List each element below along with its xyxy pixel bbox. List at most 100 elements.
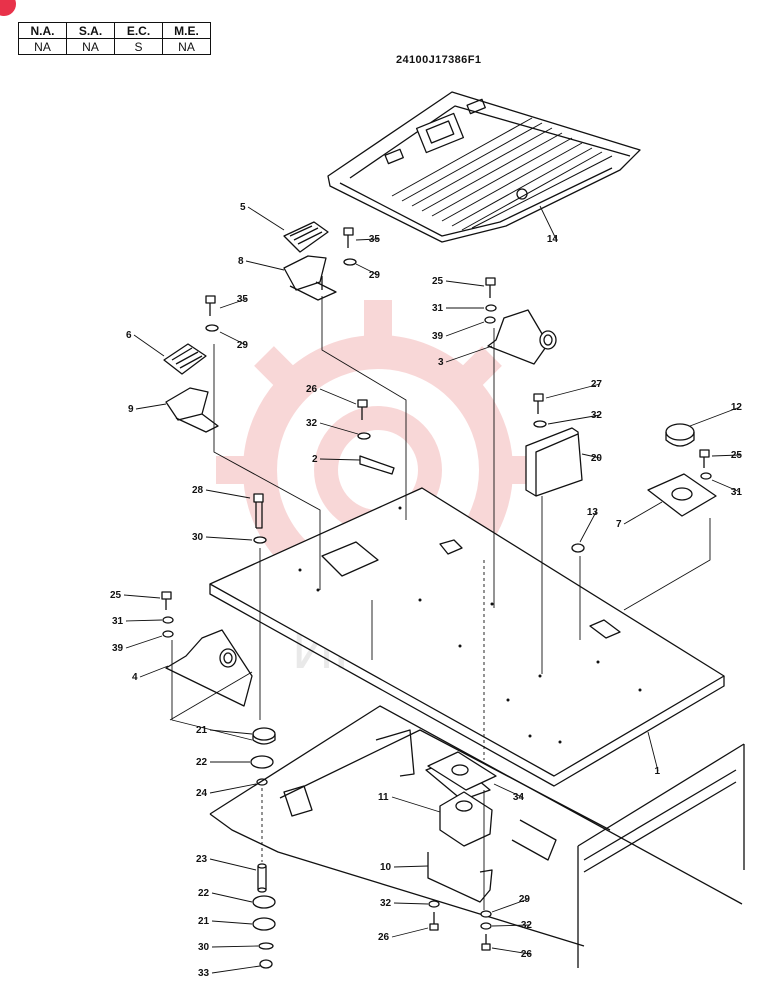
bolt-part-25-upper <box>485 277 496 298</box>
washer-part-31-right <box>700 472 712 480</box>
callout-label-c32a: 32 <box>306 418 318 429</box>
callout-label-c10: 10 <box>380 862 392 873</box>
bolt-part-35-upper <box>343 227 354 248</box>
callout-leader-c25a <box>445 280 485 287</box>
availability-value-row: NA NA S NA <box>18 38 211 55</box>
callout-leader-c26c <box>491 947 531 955</box>
availability-value-me: NA <box>162 38 211 55</box>
bolt-part-28 <box>253 493 264 529</box>
washer-part-30-lower <box>258 942 274 950</box>
grommet-part-13 <box>571 543 585 553</box>
callout-label-c31b: 31 <box>731 487 743 498</box>
washer-part-31-upper <box>485 304 497 312</box>
callout-leader-c28 <box>205 489 251 499</box>
callout-label-c25a: 25 <box>432 276 444 287</box>
callout-leader-c7 <box>623 501 663 525</box>
callout-label-c27: 27 <box>591 379 603 390</box>
callout-label-c12: 12 <box>731 402 743 413</box>
callout-leader-c1 <box>647 731 659 772</box>
callout-label-c22a: 22 <box>196 757 208 768</box>
callout-label-c29b: 29 <box>237 340 249 351</box>
callout-leader-c35b <box>219 298 247 309</box>
callout-leader-c13 <box>579 511 597 543</box>
callout-leader-c14 <box>539 205 557 240</box>
callout-leader-c35a <box>355 238 379 241</box>
callout-label-c8: 8 <box>238 256 244 267</box>
washer-part-29-upper <box>343 258 357 266</box>
availability-header-row: N.A. S.A. E.C. M.E. <box>18 22 211 39</box>
callout-label-c29a: 29 <box>369 270 381 281</box>
callout-leader-c4 <box>139 665 169 678</box>
callout-label-c33: 33 <box>198 968 210 979</box>
availability-value-sa: NA <box>66 38 115 55</box>
callout-leader-c31b <box>711 479 741 493</box>
rubber-mount-part-22-upper <box>250 755 274 769</box>
callout-leader-c27 <box>545 383 601 399</box>
washer-part-32-upper <box>357 432 371 440</box>
callout-leader-c30b <box>211 945 259 948</box>
callout-label-c23: 23 <box>196 854 208 865</box>
bracket-plate-part-34 <box>427 751 497 791</box>
callout-leader-c20 <box>581 453 601 459</box>
callout-leader-c10 <box>393 865 429 868</box>
floor-mat-part-14 <box>327 91 641 243</box>
rubber-mount-part-21-lower <box>252 917 276 931</box>
bolt-part-25-left <box>161 591 172 610</box>
sleeve-part-23 <box>257 863 267 893</box>
callout-leader-c21a <box>209 729 253 735</box>
callout-label-c2: 2 <box>312 454 318 465</box>
callout-leader-c2 <box>319 458 361 461</box>
mount-bracket-part-20 <box>525 427 583 497</box>
callout-label-c14: 14 <box>547 234 559 245</box>
washer-part-32-right <box>533 420 547 428</box>
washer-part-39-left <box>162 630 174 638</box>
callout-label-c39a: 39 <box>432 331 444 342</box>
callout-leader-c5 <box>247 206 285 231</box>
callout-label-c35a: 35 <box>369 234 381 245</box>
callout-leader-c32a <box>319 422 359 435</box>
bolt-part-35-lower <box>205 295 216 316</box>
availability-table: N.A. S.A. E.C. M.E. NA NA S NA <box>18 22 211 55</box>
callout-leader-c22b <box>211 892 253 903</box>
pedal-part-8 <box>283 255 337 301</box>
callout-label-c21a: 21 <box>196 725 208 736</box>
callout-leader-c25c <box>123 594 161 599</box>
callout-leader-c26a <box>319 388 357 405</box>
drawing-id: 24100J17386F1 <box>396 54 482 66</box>
callout-labels: 5835293529691425313932632227322012253171… <box>110 202 742 979</box>
washer-part-32-lower-right <box>480 922 492 930</box>
callout-leader-c34 <box>493 783 523 798</box>
bolt-part-26-upper <box>357 399 368 420</box>
callout-label-c32d: 32 <box>521 920 533 931</box>
callout-leader-c25b <box>711 454 741 457</box>
nut-part-33 <box>259 959 273 969</box>
callout-label-c11: 11 <box>378 792 389 803</box>
callout-leader-c29a <box>355 263 379 276</box>
callout-leader-c39b <box>125 635 163 649</box>
damper-part-11 <box>439 791 493 847</box>
callout-label-c20: 20 <box>591 453 603 464</box>
floor-plate-part-1 <box>209 487 725 787</box>
callout-label-c30b: 30 <box>198 942 210 953</box>
washer-part-30-upper <box>253 536 267 544</box>
rubber-mount-part-21-upper <box>252 727 276 745</box>
callout-leader-c24 <box>209 783 257 794</box>
callout-label-c28: 28 <box>192 485 204 496</box>
damper-bracket-part-10 <box>427 852 493 903</box>
callout-leader-c39a <box>445 321 485 337</box>
callout-label-c9: 9 <box>128 404 134 415</box>
cable-bracket-part-3 <box>487 309 557 365</box>
callout-label-c31a: 31 <box>432 303 444 314</box>
callout-label-c34: 34 <box>513 792 525 803</box>
callout-label-c31c: 31 <box>112 616 124 627</box>
callout-leader-c6 <box>133 334 165 357</box>
washer-part-29-lower-right <box>480 910 492 918</box>
callout-label-c26b: 26 <box>378 932 390 943</box>
callout-label-c1: 1 <box>654 766 660 777</box>
callout-leader-c11 <box>391 796 441 813</box>
callout-label-c13: 13 <box>587 507 599 518</box>
callout-leader-c21b <box>211 920 253 925</box>
callout-leader-c26b <box>391 927 429 938</box>
callout-label-c35b: 35 <box>237 294 249 305</box>
